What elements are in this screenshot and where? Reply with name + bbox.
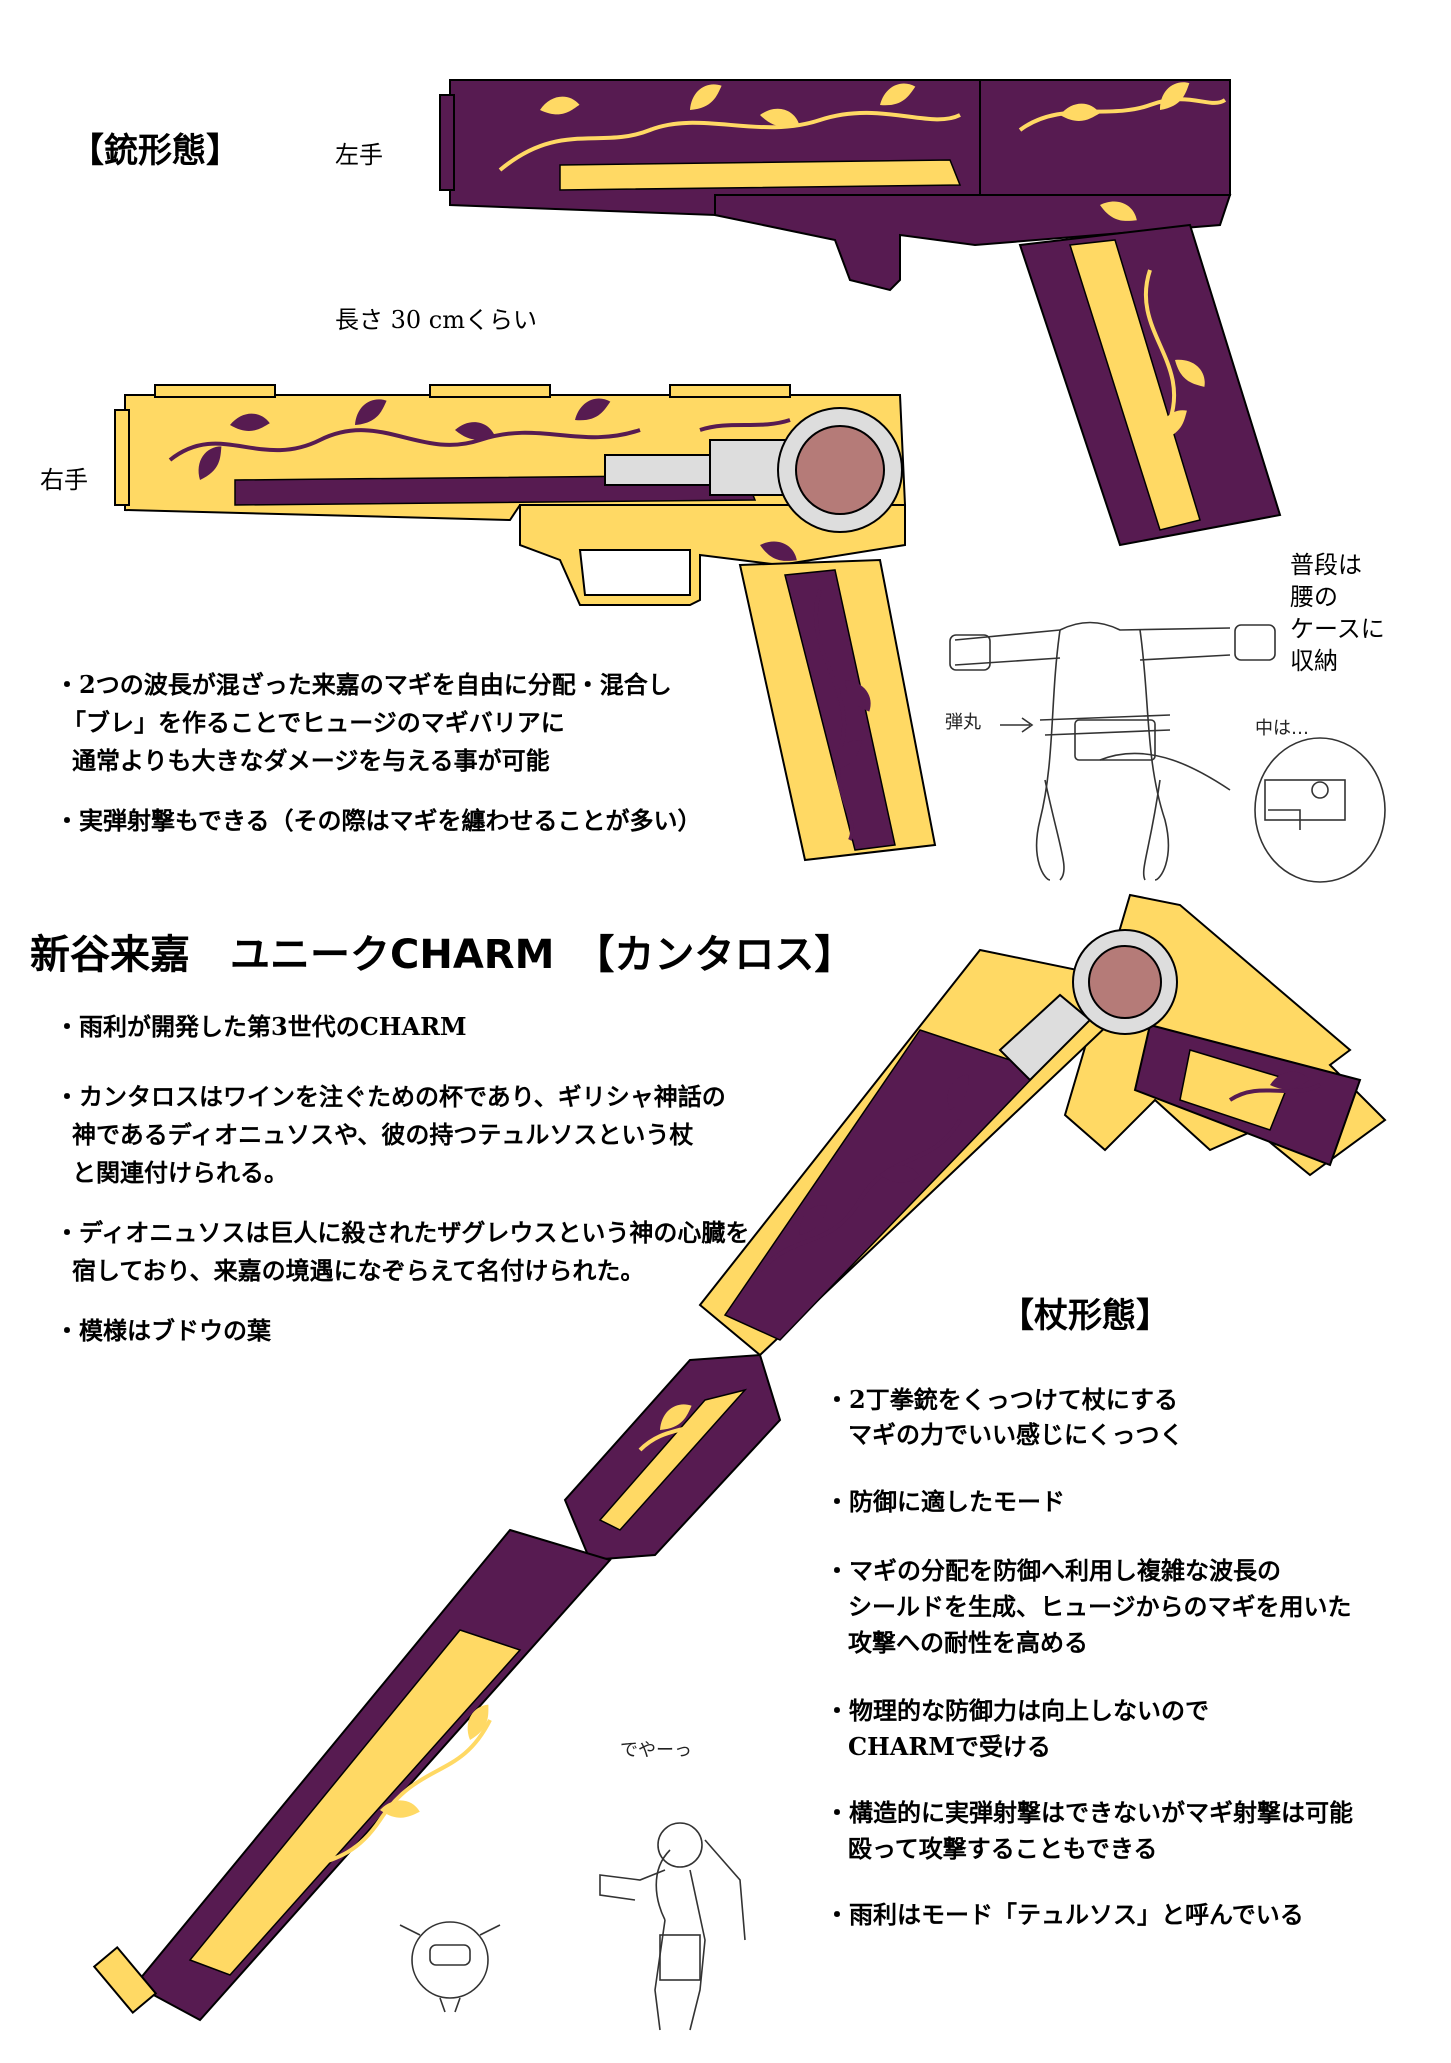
charm-note-3: 神であるディオニュソスや、彼の持つテュルソスという杖 <box>72 1120 694 1149</box>
page-title: 新谷来嘉 ユニークCHARM 【カンタロス】 <box>30 932 855 978</box>
staff-note-1: ・2丁拳銃をくっつけて杖にする <box>825 1385 1178 1414</box>
gun-note-1: ・2つの波長が混ざった来嘉のマギを自由に分配・混合し <box>55 670 672 699</box>
staff-note-2: マギの力でいい感じにくっつく <box>848 1420 1184 1449</box>
left-hand-pistol <box>439 78 1282 547</box>
charm-note-2: ・カンタロスはワインを注ぐための杯であり、ギリシャ神話の <box>55 1082 726 1111</box>
gun-note-3: 通常よりも大きなダメージを与える事が可能 <box>72 746 550 775</box>
charm-note-6: 宿しており、来嘉の境遇になぞらえて名付けられた。 <box>72 1256 645 1285</box>
right-hand-pistol <box>114 384 937 862</box>
character-sketches <box>399 1822 746 2031</box>
waist-case-sketch <box>949 621 1386 883</box>
inside-sketch-label: 中は… <box>1255 718 1309 739</box>
staff-form-weapon <box>92 893 1387 2022</box>
storage-note-3: ケースに <box>1290 615 1385 643</box>
staff-note-4: ・マギの分配を防御へ利用し複雑な波長の <box>825 1556 1281 1585</box>
bullet-sketch-label: 弾丸 <box>945 712 981 733</box>
charm-note-4: と関連付けられる。 <box>72 1158 288 1187</box>
staff-note-9: ・構造的に実弾射撃はできないがマギ射撃は可能 <box>825 1798 1353 1827</box>
length-label: 長さ 30 cmくらい <box>335 306 537 334</box>
left-hand-label: 左手 <box>335 141 383 169</box>
staff-note-7: ・物理的な防御力は向上しないので <box>825 1696 1209 1725</box>
charm-note-1: ・雨利が開発した第3世代のCHARM <box>55 1012 467 1041</box>
staff-form-heading: 【杖形態】 <box>1000 1296 1170 1336</box>
staff-note-8: CHARMで受ける <box>848 1732 1051 1761</box>
charm-note-5: ・ディオニュソスは巨人に殺されたザグレウスという神の心臓を <box>55 1218 750 1247</box>
staff-note-10: 殴って攻撃することもできる <box>848 1834 1158 1863</box>
gun-note-2: 「ブレ」を作ることでヒュージのマギバリアに <box>62 708 565 737</box>
storage-note-2: 腰の <box>1290 583 1338 611</box>
storage-note-4: 収納 <box>1290 647 1338 675</box>
staff-note-11: ・雨利はモード「テュルソス」と呼んでいる <box>825 1900 1304 1929</box>
staff-note-5: シールドを生成、ヒュージからのマギを用いた <box>848 1592 1352 1621</box>
shout-sketch-label: でやーっ <box>620 1740 692 1761</box>
staff-note-3: ・防御に適したモード <box>825 1487 1065 1516</box>
gun-form-heading: 【銃形態】 <box>70 131 240 171</box>
staff-note-6: 攻撃への耐性を高める <box>848 1628 1088 1657</box>
right-hand-label: 右手 <box>40 466 88 494</box>
gun-note-4: ・実弾射撃もできる（その際はマギを纏わせることが多い） <box>55 806 702 835</box>
charm-note-7: ・模様はブドウの葉 <box>55 1316 271 1345</box>
storage-note-1: 普段は <box>1290 551 1362 579</box>
